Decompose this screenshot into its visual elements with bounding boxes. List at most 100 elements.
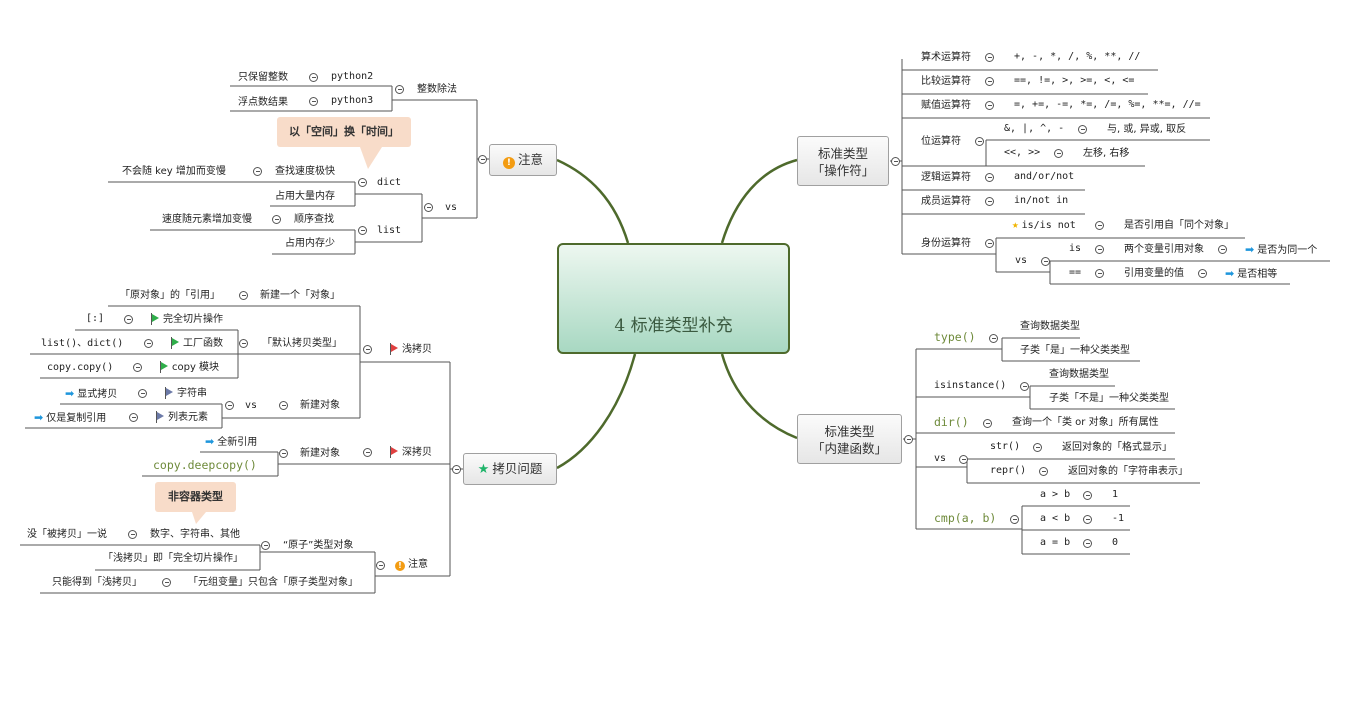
- collapse-icon[interactable]: [239, 339, 248, 348]
- slice-operation: 完全切片操作: [146, 313, 223, 326]
- space-time-callout: 以「空间」换「时间」: [277, 117, 411, 147]
- collapse-icon[interactable]: [1095, 245, 1104, 254]
- red-flag-icon: [390, 446, 398, 458]
- collapse-icon[interactable]: [985, 239, 994, 248]
- collapse-icon[interactable]: [1033, 443, 1042, 452]
- shallow-vs: vs: [245, 400, 258, 411]
- collapse-icon[interactable]: [985, 77, 994, 86]
- identity-isnot-text: is/is not: [1021, 220, 1076, 231]
- collapse-icon[interactable]: [253, 167, 262, 176]
- collapse-icon[interactable]: [129, 413, 138, 422]
- collapse-icon[interactable]: [985, 101, 994, 110]
- collapse-icon[interactable]: [1054, 149, 1063, 158]
- collapse-icon[interactable]: [975, 137, 984, 146]
- collapse-icon[interactable]: [1078, 125, 1087, 134]
- collapse-icon[interactable]: [1198, 269, 1207, 278]
- member-operator-label: 成员运算符: [921, 196, 971, 207]
- branch-copy-label: 拷贝问题: [492, 461, 543, 476]
- collapse-icon[interactable]: [376, 561, 385, 570]
- collapse-icon[interactable]: [363, 448, 372, 457]
- list-memory: 占用内存少: [285, 238, 335, 249]
- collapse-icon[interactable]: [1041, 257, 1050, 266]
- collapse-icon[interactable]: [1039, 467, 1048, 476]
- branch-operators[interactable]: 标准类型 「操作符」: [797, 136, 889, 186]
- builtin-isinstance-desc2: 子类「不是」一种父类类型: [1049, 393, 1169, 404]
- green-flag-icon: [171, 337, 179, 349]
- atomic-examples: 数字、字符串、其他: [150, 529, 240, 540]
- cmp-case2: a < b: [1040, 513, 1071, 524]
- star-icon: ★: [477, 462, 490, 477]
- builtin-isinstance: isinstance(): [934, 380, 1007, 391]
- tuple-atomic: 「元组变量」只包含「原子类型对象」: [188, 577, 358, 588]
- collapse-icon[interactable]: [309, 97, 318, 106]
- dict-memory: 占用大量内存: [275, 191, 335, 202]
- shallow-reference: 「原对象」的「引用」: [120, 290, 220, 301]
- collapse-icon[interactable]: [1083, 539, 1092, 548]
- bit-operator-desc2: 左移, 右移: [1083, 148, 1130, 159]
- collapse-icon[interactable]: [1083, 491, 1092, 500]
- collapse-icon[interactable]: [279, 401, 288, 410]
- builtin-repr-desc: 返回对象的「字符串表示」: [1068, 466, 1188, 477]
- collapse-icon[interactable]: [1083, 515, 1092, 524]
- collapse-icon[interactable]: [1095, 269, 1104, 278]
- collapse-icon[interactable]: [1010, 515, 1019, 524]
- collapse-icon[interactable]: [225, 401, 234, 410]
- builtin-isinstance-desc1: 查询数据类型: [1049, 369, 1109, 380]
- collapse-icon[interactable]: [358, 178, 367, 187]
- branch-copy[interactable]: ★拷贝问题: [463, 453, 557, 485]
- arrow-right-icon: ➡: [1245, 243, 1255, 256]
- builtin-repr: repr(): [990, 465, 1027, 476]
- collapse-icon[interactable]: [261, 541, 270, 550]
- atomic-desc: 没「被拷贝」一说: [27, 529, 107, 540]
- central-topic[interactable]: 4 标准类型补充: [557, 243, 790, 354]
- collapse-icon[interactable]: [279, 449, 288, 458]
- factory-function: 工厂函数: [166, 337, 223, 350]
- list-label: list: [377, 225, 402, 236]
- list-copy-desc-text: 仅是复制引用: [46, 413, 107, 424]
- identity-eq: ==: [1069, 267, 1082, 278]
- cmp-case3: a = b: [1040, 537, 1071, 548]
- arrow-right-icon: ➡: [65, 387, 75, 400]
- collapse-icon[interactable]: [904, 435, 913, 444]
- collapse-icon[interactable]: [272, 215, 281, 224]
- branch-builtins[interactable]: 标准类型 「内建函数」: [797, 414, 902, 464]
- deep-new-reference-text: 全新引用: [217, 437, 258, 448]
- collapse-icon[interactable]: [452, 465, 461, 474]
- identity-operator-label: 身份运算符: [921, 238, 971, 249]
- collapse-icon[interactable]: [239, 291, 248, 300]
- collapse-icon[interactable]: [1218, 245, 1227, 254]
- collapse-icon[interactable]: [162, 578, 171, 587]
- collapse-icon[interactable]: [985, 173, 994, 182]
- arith-operator-label: 算术运算符: [921, 52, 971, 63]
- collapse-icon[interactable]: [395, 85, 404, 94]
- collapse-icon[interactable]: [358, 226, 367, 235]
- collapse-icon[interactable]: [959, 455, 968, 464]
- copy-module-text: copy 模块: [172, 362, 220, 373]
- collapse-icon[interactable]: [138, 389, 147, 398]
- collapse-icon[interactable]: [133, 363, 142, 372]
- collapse-icon[interactable]: [363, 345, 372, 354]
- collapse-icon[interactable]: [1020, 382, 1029, 391]
- collapse-icon[interactable]: [891, 157, 900, 166]
- collapse-icon[interactable]: [128, 530, 137, 539]
- slice-operation-text: 完全切片操作: [163, 314, 223, 325]
- collapse-icon[interactable]: [983, 419, 992, 428]
- collapse-icon[interactable]: [144, 339, 153, 348]
- collapse-icon[interactable]: [1095, 221, 1104, 230]
- branch-builtins-line2: 「内建函数」: [811, 441, 887, 456]
- branch-notice[interactable]: !注意: [489, 144, 557, 176]
- dict-fast-desc: 不会随 key 增加而变慢: [122, 166, 226, 177]
- collapse-icon[interactable]: [985, 53, 994, 62]
- branch-operators-line1: 标准类型: [817, 146, 868, 161]
- warning-icon: !: [395, 561, 405, 571]
- star-icon: ★: [1012, 218, 1019, 231]
- identity-isnot: ★is/is not: [1012, 219, 1076, 232]
- collapse-icon[interactable]: [478, 155, 487, 164]
- collapse-icon[interactable]: [985, 197, 994, 206]
- collapse-icon[interactable]: [124, 315, 133, 324]
- collapse-icon[interactable]: [424, 203, 433, 212]
- collapse-icon[interactable]: [309, 73, 318, 82]
- deep-copy-label: 深拷贝: [385, 446, 432, 459]
- builtin-type-desc2: 子类「是」一种父类类型: [1020, 345, 1130, 356]
- collapse-icon[interactable]: [989, 334, 998, 343]
